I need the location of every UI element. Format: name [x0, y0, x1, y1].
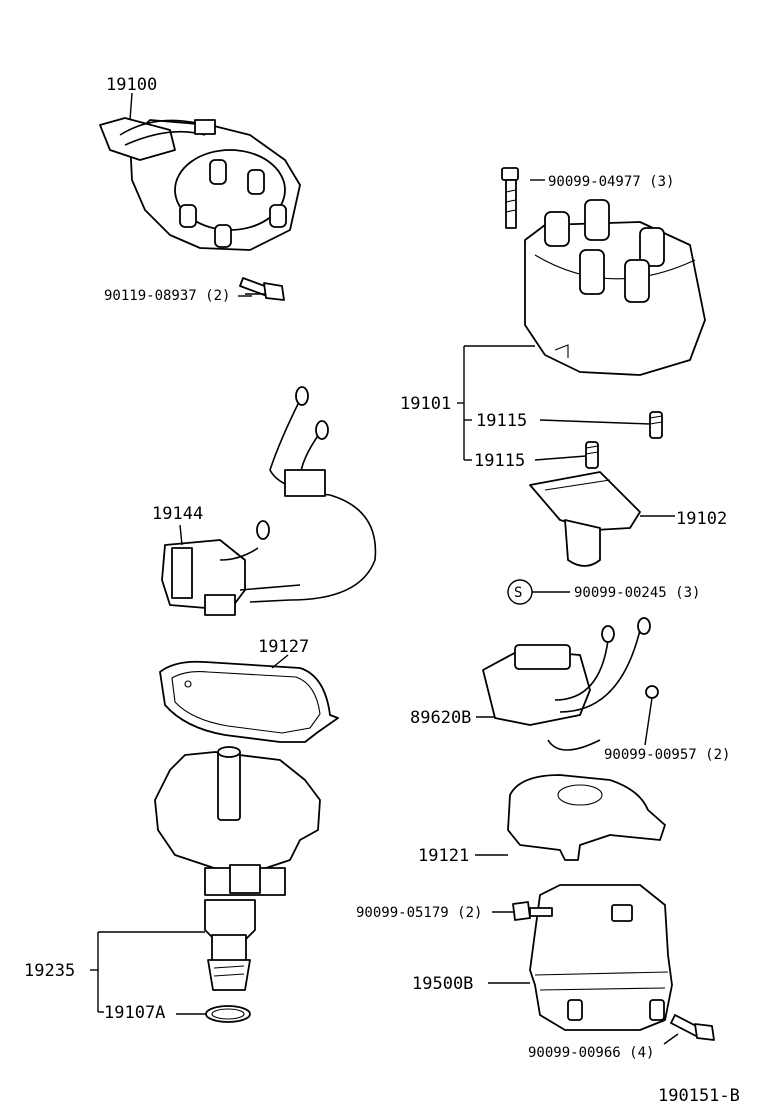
bolt-90099-05179-drawing — [512, 901, 553, 921]
bolt-90119-drawing — [239, 277, 285, 301]
label-90099-00245: 90099-00245 (3) — [574, 585, 700, 601]
gasket-drawing — [159, 660, 339, 743]
distributor-base-drawing — [154, 746, 321, 991]
label-90099-00957: 90099-00957 (2) — [604, 747, 730, 763]
igniter-drawing — [482, 617, 659, 751]
bolt-90099-00966-drawing — [670, 1014, 715, 1041]
label-19121: 19121 — [418, 846, 469, 866]
cover-drawing — [507, 774, 666, 861]
leader-lines — [90, 92, 679, 1045]
label-19115-upper: 19115 — [476, 411, 527, 431]
label-19144: 19144 — [152, 504, 203, 524]
spring-19115-upper-drawing — [649, 411, 663, 439]
housing-drawing — [529, 884, 673, 1031]
label-90099-00966: 90099-00966 (4) — [528, 1045, 654, 1061]
spring-19115-lower-drawing — [585, 441, 599, 469]
s-mark-label: S — [514, 585, 522, 601]
label-19102: 19102 — [676, 509, 727, 529]
rotor-drawing — [529, 471, 641, 567]
label-19100: 19100 — [106, 75, 157, 95]
label-19101: 19101 — [400, 394, 451, 414]
wiring-harness-drawing — [161, 386, 377, 616]
distributor-cap-drawing — [524, 199, 706, 376]
label-19107A: 19107A — [104, 1003, 165, 1023]
label-90099-05179: 90099-05179 (2) — [356, 905, 482, 921]
label-90119-08937: 90119-08937 (2) — [104, 288, 230, 304]
distributor-assembly-drawing — [99, 117, 301, 251]
label-90099-04977: 90099-04977 (3) — [548, 174, 674, 190]
o-ring-drawing — [205, 1005, 251, 1023]
label-89620B: 89620B — [410, 708, 471, 728]
label-19115-lower: 19115 — [474, 451, 525, 471]
label-19500B: 19500B — [412, 974, 473, 994]
label-19127: 19127 — [258, 637, 309, 657]
bolt-90099-04977-drawing — [501, 167, 519, 229]
label-19235: 19235 — [24, 961, 75, 981]
diagram-code: 190151-B — [658, 1086, 740, 1106]
